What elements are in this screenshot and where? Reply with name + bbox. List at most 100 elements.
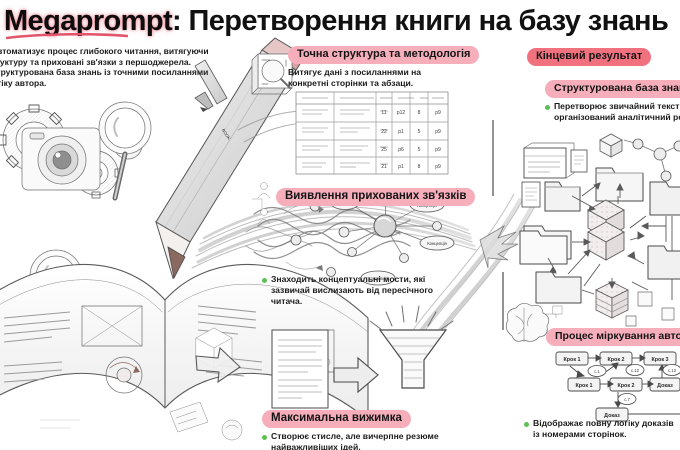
flow-node: Доказ	[649, 377, 680, 392]
callout-line: зазвичай вислизають від пересічного	[271, 285, 434, 295]
table-cell: p12	[397, 110, 406, 116]
table-cell: 25	[381, 147, 387, 153]
database-cube	[587, 199, 625, 261]
funnel-illustration	[195, 305, 454, 409]
bullet-dot	[262, 434, 267, 440]
flow-node-label: Крок 1	[575, 383, 592, 389]
page-ref: с.13	[662, 364, 680, 376]
camera-icon	[21, 127, 101, 191]
cube-icon	[599, 133, 623, 158]
folder-icon	[647, 245, 680, 280]
pen-icon	[194, 59, 228, 112]
page-ref-label: с.12	[631, 368, 640, 373]
concept-pill: Концепція	[360, 270, 396, 286]
callout-precise-structure: Точна структура та методологія Витягує д…	[288, 44, 480, 89]
flow-circle	[105, 356, 143, 394]
callout-line: конкретні сторінки та абзаци.	[288, 78, 414, 88]
doc-icon	[570, 149, 588, 173]
intro-paragraph: ент автоматизує процес глибокого читання…	[0, 46, 258, 88]
arrow-right	[333, 356, 379, 394]
flow-node: Крок 1	[567, 377, 601, 392]
reasoning-diagram: Крок 1 Крок 2 Крок 3 Крок 1 Крок 2	[505, 303, 680, 422]
brand-name: Megaprompt	[4, 5, 173, 37]
table-cell: p9	[435, 129, 441, 135]
callout-body: Створює стисле, але вичерпне резюме найв…	[262, 431, 439, 450]
table-cell: p9	[435, 110, 441, 116]
callout-knowledge-base: Структурована база знань Перетворює звич…	[545, 78, 680, 123]
small-square-icon	[625, 291, 675, 327]
callout-reasoning-process: Процес міркування автора	[546, 326, 680, 346]
callout-max-squeeze: Максимальна вижимка Створює стисле, але …	[262, 408, 439, 450]
callout-label: Максимальна вижимка	[262, 410, 411, 428]
table-cell: p9	[435, 147, 441, 153]
connector-arrows	[547, 182, 667, 295]
flow-node: Крок 3	[643, 351, 677, 366]
flow-nodes: Крок 1 Крок 2 Крок 3 Крок 1 Крок 2	[555, 351, 680, 422]
callout-final-result: Кінцевий результат	[527, 46, 652, 66]
arrow-right-2	[195, 346, 241, 384]
page-ref-bubbles: с.1 с.12 с.13 с.7	[587, 364, 680, 405]
window-card-icon	[523, 142, 575, 179]
table-cell: 5	[418, 129, 421, 135]
table-cell: 22	[381, 129, 387, 135]
flow-node-label: Крок 2	[617, 383, 634, 389]
document-icon	[271, 329, 329, 409]
page-ref-label: с.7	[624, 397, 630, 402]
table-cell: 21	[381, 164, 387, 170]
node-network	[623, 138, 680, 182]
callout-line: організований аналітичний ресурс.	[554, 112, 680, 122]
title-rest: : Перетворення книги на базу знань	[172, 5, 669, 37]
table-cell: p1	[398, 164, 404, 170]
brain-icon	[505, 303, 550, 343]
callout-label: Структурована база знань	[545, 80, 680, 98]
bullet-dot	[545, 104, 550, 110]
knowledge-base-diagram	[479, 133, 680, 327]
callout-label: Кінцевий результат	[527, 48, 652, 66]
callout-line: Знаходить концептуальні мости, які	[271, 274, 426, 284]
people-icon	[251, 182, 271, 225]
callout-line: найважливіших ідей.	[271, 442, 361, 450]
header: Megaprompt: Перетворення книги на базу з…	[0, 0, 680, 42]
blueprint-magnifier-icon	[251, 53, 293, 95]
book-illustration-group: BOOK	[0, 37, 369, 422]
table-illustration: 11 p12 8 p9 22 p1 5 p9 25 p6 5 p9 21 p1 …	[295, 91, 449, 175]
doc-icon	[521, 181, 541, 208]
flow-node-label: Доказ	[657, 383, 673, 389]
folder-icon	[519, 225, 572, 265]
callout-line: Створює стисле, але вичерпне резюме	[271, 431, 439, 441]
database-stack	[595, 281, 629, 319]
callout-line: Витягує дані з посиланнями на	[288, 67, 422, 77]
table-cells: 11 p12 8 p9 22 p1 5 p9 25 p6 5 p9 21 p1 …	[381, 110, 441, 170]
intro-line: м є структурована база знань із точними …	[0, 67, 209, 78]
flow-node: Доказ	[595, 407, 629, 422]
concept-pill: Концепція	[419, 235, 455, 251]
flow-node: Крок 2	[609, 377, 643, 392]
callout-line: Відображає повну логіку доказів	[533, 418, 674, 428]
folder-icon	[535, 271, 582, 304]
callout-hidden-links: Виявлення прихованих зв'язків	[276, 186, 476, 206]
callout-label: Виявлення прихованих зв'язків	[276, 188, 476, 206]
callout-body: Витягує дані з посиланнями на конкретні …	[288, 67, 479, 89]
table-cell: p9	[435, 164, 441, 170]
folder-icon	[544, 181, 581, 212]
svg-text:BOOK: BOOK	[221, 128, 232, 141]
callout-hidden-links-body: Знаходить концептуальні мости, які зазви…	[262, 274, 477, 307]
table-cell: 5	[418, 147, 421, 153]
callout-label: Точна структура та методологія	[288, 46, 480, 64]
table-cell: 8	[418, 110, 421, 116]
intro-line: о, структуру та приховані зв′язки з перш…	[0, 56, 191, 67]
flow-node: Крок 1	[555, 351, 589, 366]
table-cell: 8	[418, 164, 421, 170]
flow-node-label: Доказ	[604, 413, 620, 419]
callout-label: Процес міркування автора	[546, 328, 680, 346]
concept-label: Концепція	[427, 241, 447, 246]
callout-line: із номерами сторінок.	[533, 429, 627, 439]
flow-node-label: Крок 1	[563, 357, 580, 363]
intro-line: ент автоматизує процес глибокого читання…	[0, 46, 209, 56]
page-title: Megaprompt: Перетворення книги на базу з…	[4, 4, 669, 38]
table-cell: p1	[398, 129, 404, 135]
callout-line: Перетворює звичайний текст в	[554, 101, 680, 111]
page-ref-label: с.1	[594, 369, 600, 374]
